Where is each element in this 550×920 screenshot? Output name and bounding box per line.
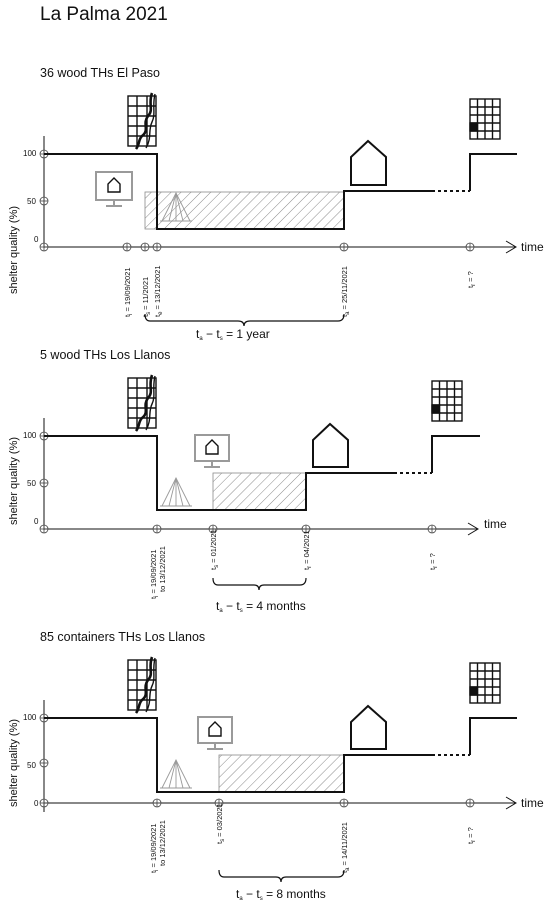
- timeline-label-ta: ta = 14/11/2021: [340, 822, 351, 873]
- temporary-housing-period: [218, 754, 345, 793]
- y-tick-0: 0: [34, 235, 39, 244]
- recovered-quality-line: [469, 153, 517, 191]
- y-axis-label: shelter quality (%): [8, 719, 20, 807]
- timeline-label-ts: ts = 03/2021: [215, 803, 226, 844]
- timeline-label-ts: ts = 01/2021: [209, 529, 220, 570]
- page-title: La Palma 2021: [40, 4, 168, 25]
- temporary-housing-period: [212, 472, 307, 511]
- shelter-quality-line: [44, 717, 432, 793]
- lava-damaged-building-icon: [127, 656, 157, 714]
- apartment-building-icon: [431, 380, 463, 422]
- duration-brace: [144, 313, 345, 327]
- lava-damaged-building-icon: [127, 374, 157, 432]
- recovered-quality-line: [469, 717, 517, 755]
- timeline-label-ta: ta = 25/11/2021: [340, 266, 351, 317]
- duration-label: ta − ts = 1 year: [196, 327, 270, 342]
- x-axis-label: time: [521, 240, 544, 254]
- recovered-quality-line: [431, 435, 480, 473]
- timeline-label-ti-end: to 13/12/2021: [158, 546, 167, 592]
- duration-brace: [212, 577, 307, 591]
- timeline-label-ti: ti = 19/09/2021: [149, 823, 160, 873]
- duration-label: ta − ts = 4 months: [216, 599, 306, 614]
- panel-los-llanos-wood: 5 wood THs Los Llanos shelter quality (%…: [0, 348, 550, 638]
- tent-icon: [160, 758, 192, 789]
- y-tick-100: 100: [23, 149, 37, 158]
- timeline-label-tr: tr = ?: [428, 553, 439, 570]
- x-axis-arrow: [467, 522, 479, 536]
- monitor-house-icon: [194, 434, 230, 468]
- timeline-diagram: shelter quality (%) 100 50 0 time: [8, 656, 544, 902]
- timeline-label-tr: tr = ?: [466, 827, 477, 844]
- y-axis-label: shelter quality (%): [8, 206, 20, 294]
- tent-icon: [160, 191, 192, 222]
- timeline-label-te: te = 13/12/2021: [153, 265, 164, 317]
- timeline-label-ts: ts = 11/2021: [141, 277, 152, 317]
- x-axis-arrow: [505, 240, 517, 254]
- y-tick-100: 100: [23, 431, 37, 440]
- permanent-house-icon: [350, 704, 387, 750]
- y-axis-label: shelter quality (%): [8, 437, 20, 525]
- x-axis-label: time: [521, 796, 544, 810]
- timeline-diagram: shelter quality (%) 100 50 0 time: [8, 92, 544, 342]
- panel-los-llanos-containers: 85 containers THs Los Llanos shelter qua…: [0, 630, 550, 920]
- panel-title: 85 containers THs Los Llanos: [40, 630, 206, 644]
- shelter-quality-line: [44, 435, 394, 511]
- timeline-label-tr: tr = ?: [466, 271, 477, 288]
- timeline-label-ta: tr = 04/2021: [302, 530, 313, 570]
- permanent-house-icon: [350, 139, 387, 186]
- timeline-diagram: shelter quality (%) 100 50 0 time: [8, 374, 507, 614]
- permanent-house-icon: [312, 422, 349, 468]
- y-tick-50: 50: [27, 761, 36, 770]
- monitor-house-icon: [95, 171, 133, 207]
- panel-el-paso: 36 wood THs El Paso shelter quality (%) …: [0, 66, 550, 356]
- y-tick-50: 50: [27, 479, 36, 488]
- lava-damaged-building-icon: [127, 92, 157, 150]
- x-axis-arrow: [505, 796, 517, 810]
- y-tick-100: 100: [23, 713, 37, 722]
- tent-icon: [160, 476, 192, 507]
- shelter-quality-line: [44, 153, 432, 230]
- y-tick-0: 0: [34, 517, 39, 526]
- apartment-building-icon: [469, 662, 501, 704]
- apartment-building-icon: [469, 98, 501, 140]
- y-tick-50: 50: [27, 197, 36, 206]
- panel-title: 5 wood THs Los Llanos: [40, 348, 171, 362]
- duration-brace: [218, 869, 345, 883]
- duration-label: ta − ts = 8 months: [236, 887, 326, 902]
- x-axis-label: time: [484, 517, 507, 531]
- axis-tick-marks: [39, 431, 437, 534]
- monitor-house-icon: [197, 716, 233, 750]
- panel-title: 36 wood THs El Paso: [40, 66, 160, 80]
- timeline-label-ti: ti = 19/09/2021: [123, 267, 134, 317]
- timeline-label-ti-end: to 13/12/2021: [158, 820, 167, 866]
- axis-tick-marks: [39, 713, 475, 808]
- timeline-label-ti: ti = 19/09/2021: [149, 549, 160, 599]
- y-tick-0: 0: [34, 799, 39, 808]
